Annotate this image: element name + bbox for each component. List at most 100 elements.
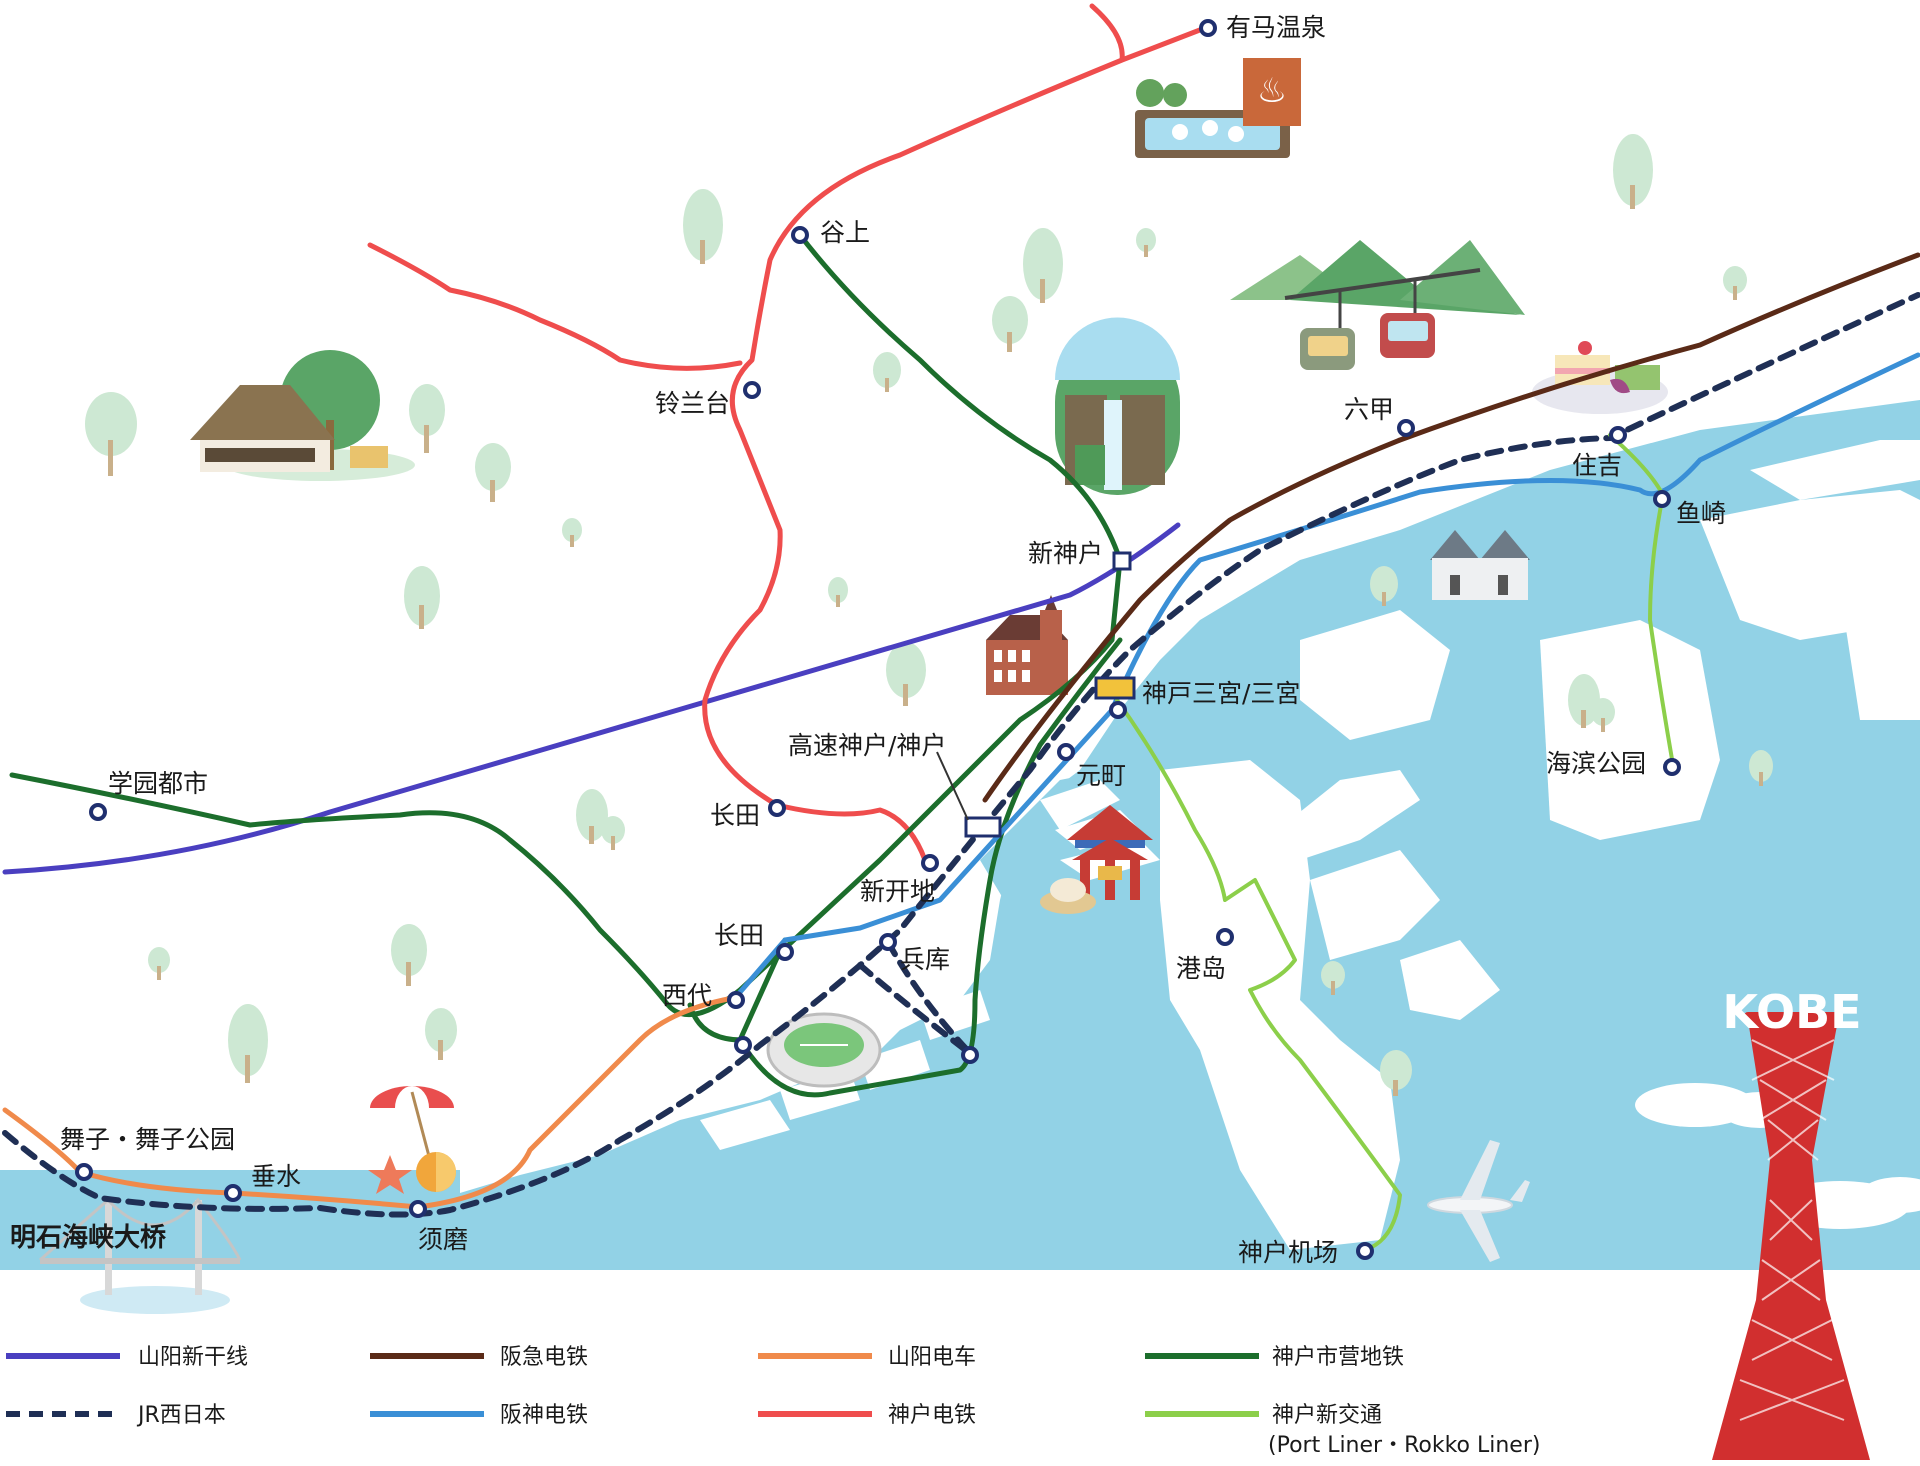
station-label-sannomiya: 神戸三宮/三宮 — [1142, 679, 1300, 708]
station-label-motomachi: 元町 — [1076, 761, 1126, 790]
tree-icon — [1136, 228, 1156, 257]
station-marker — [1216, 928, 1234, 946]
tree-icon — [85, 392, 137, 476]
stadium-icon — [766, 1012, 882, 1088]
sake-brewery-icon — [1430, 530, 1530, 600]
station-marker — [89, 803, 107, 821]
line-hankyu — [982, 252, 1920, 803]
tree-icon — [1749, 750, 1773, 786]
station-label-shinkobe: 新神户 — [1028, 539, 1103, 568]
station-label-port-island: 港岛 — [1176, 954, 1226, 983]
legend-background — [0, 1272, 1920, 1466]
station-label-kobe-airport: 神户机场 — [1238, 1238, 1338, 1267]
station-marker — [1397, 419, 1415, 437]
station-marker — [224, 1184, 242, 1202]
tree-icon — [683, 189, 723, 264]
tree-icon — [562, 518, 582, 547]
sweets-icon — [1532, 341, 1668, 414]
station-marker — [961, 1046, 979, 1064]
legend-item-sanyo-dentetsu: 山阳电车 — [758, 1345, 976, 1370]
station-marker — [1199, 19, 1217, 37]
beach-icon — [368, 1086, 456, 1194]
airplane-icon — [1427, 1140, 1530, 1262]
station-marker — [921, 854, 939, 872]
station-marker — [964, 816, 1002, 838]
legend-item-kobe-subway: 神户市营地铁 — [1145, 1345, 1404, 1370]
station-label-hyogo: 兵库 — [900, 945, 950, 974]
tree-icon — [1723, 266, 1747, 300]
station-label-kaihin-koen: 海滨公园 — [1546, 749, 1646, 778]
akashi-bridge-icon — [39, 1197, 242, 1314]
landmark-label-akashi-bridge: 明石海峡大桥 — [10, 1223, 167, 1253]
line-port-liner — [1115, 433, 1675, 1252]
svg-text:♨: ♨ — [1257, 71, 1287, 111]
station-marker — [743, 381, 761, 399]
station-label-suma: 须磨 — [418, 1225, 468, 1254]
station-marker — [1356, 1242, 1374, 1260]
line-jr-west — [2, 292, 1920, 1218]
svg-text:神户电铁: 神户电铁 — [888, 1403, 976, 1428]
tree-icon — [601, 816, 625, 850]
station-marker — [75, 1163, 93, 1181]
tree-icon — [425, 1008, 457, 1060]
station-label-uozaki: 鱼崎 — [1676, 499, 1726, 528]
legend-item-sanyo-shinkansen: 山阳新干线 — [6, 1345, 248, 1370]
tree-icon — [1370, 566, 1398, 606]
station-label-nagata: 长田 — [714, 921, 764, 950]
station-marker — [1094, 676, 1136, 700]
legend: 山阳新干线 阪急电铁 山阳电车 神户市营地铁 JR西日本 阪神电铁 神户电铁 — [6, 1345, 1540, 1458]
station-marker — [1112, 551, 1132, 571]
svg-text:JR西日本: JR西日本 — [136, 1403, 226, 1428]
waterfall-icon — [1055, 317, 1180, 495]
tree-icon — [475, 443, 511, 502]
tree-icon — [992, 296, 1028, 352]
svg-text:山阳电车: 山阳电车 — [888, 1345, 976, 1370]
legend-note: (Port Liner・Rokko Liner) — [1268, 1433, 1540, 1458]
tree-icon — [886, 642, 926, 706]
station-label-shinkaichi: 新开地 — [860, 877, 935, 906]
tree-icon — [1380, 1050, 1412, 1096]
sea-area — [0, 400, 1920, 1270]
legend-item-port-liner: 神户新交通 (Port Liner・Rokko Liner) — [1145, 1403, 1540, 1458]
tower-sign: KOBE — [1722, 985, 1861, 1039]
farmhouse-icon — [190, 350, 415, 481]
tree-icon — [873, 352, 901, 392]
station-marker — [791, 226, 809, 244]
station-label-maiko: 舞子・舞子公园 — [60, 1125, 235, 1154]
line-hanshin — [732, 352, 1920, 1001]
station-label-suzurandai: 铃兰台 — [655, 389, 730, 418]
station-marker — [1109, 701, 1127, 719]
islands — [700, 440, 1920, 1250]
station-marker — [727, 991, 745, 1009]
station-label-tarumi: 垂水 — [251, 1162, 301, 1191]
station-marker — [1663, 758, 1681, 776]
line-kobe-subway — [9, 232, 1123, 1098]
svg-text:阪急电铁: 阪急电铁 — [500, 1345, 588, 1370]
tree-icon — [1321, 961, 1345, 995]
station-labels: 有马温泉 谷上 铃兰台 新神户 神戸三宮/三宮 学园都市 高速神户/神户 长田 … — [10, 13, 1726, 1267]
station-marker — [1653, 490, 1671, 508]
station-label-arima: 有马温泉 — [1226, 13, 1326, 42]
station-marker — [1609, 426, 1627, 444]
station-label-rokko: 六甲 — [1344, 395, 1394, 424]
ropeway-icon — [1230, 240, 1525, 370]
port-tower-icon: KOBE — [1712, 985, 1870, 1460]
chinatown-gate-icon — [1040, 805, 1153, 914]
svg-text:阪神电铁: 阪神电铁 — [500, 1403, 588, 1428]
station-markers — [75, 19, 1681, 1260]
svg-text:山阳新干线: 山阳新干线 — [138, 1345, 248, 1370]
station-marker — [734, 1036, 752, 1054]
tree-icon — [828, 577, 848, 607]
tree-icon — [409, 384, 445, 453]
tree-icon — [1023, 228, 1063, 303]
tree-icon — [228, 1004, 268, 1083]
station-label-tanigami: 谷上 — [820, 218, 870, 247]
station-label-sumiyoshi: 住吉 — [1572, 451, 1622, 480]
station-label-nagata-kobe-dentetsu: 长田 — [710, 801, 760, 830]
legend-item-jr-west: JR西日本 — [6, 1403, 226, 1428]
tree-icon — [576, 789, 608, 844]
station-marker — [776, 943, 794, 961]
svg-text:神户市营地铁: 神户市营地铁 — [1272, 1345, 1404, 1370]
station-marker — [409, 1200, 427, 1218]
station-label-nishidai: 西代 — [662, 981, 712, 1010]
